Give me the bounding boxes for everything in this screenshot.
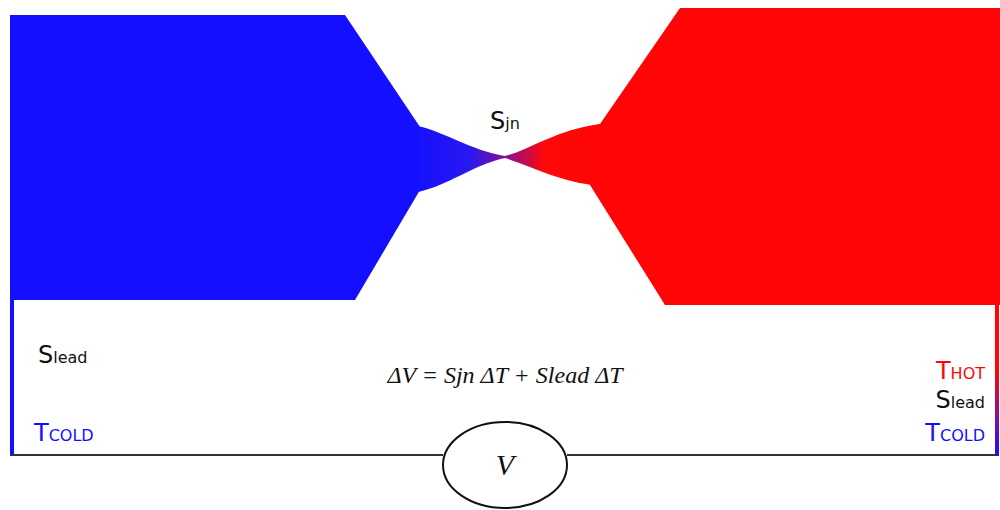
lead-seebeck: Slead (936, 387, 985, 413)
meter-symbol: V (496, 448, 514, 482)
cold-electrode (10, 15, 420, 300)
voltage-equation: ΔV = Sjn ΔT + Slead ΔT (387, 362, 622, 388)
meter-outline (443, 422, 567, 508)
wire (567, 454, 997, 456)
cold-temperature: TCOLD (925, 420, 985, 446)
junction-neck (418, 124, 600, 192)
cold-temperature: TCOLD (34, 420, 94, 446)
voltmeter: V (441, 420, 569, 510)
cold-lead (10, 300, 14, 456)
wire (12, 454, 443, 456)
hot-temperature: THOT (936, 358, 985, 384)
lead-seebeck: Slead (38, 342, 87, 368)
hot-electrode (590, 8, 1000, 305)
hot-lead (995, 305, 999, 456)
junction-seebeck: Sjn (490, 108, 520, 134)
